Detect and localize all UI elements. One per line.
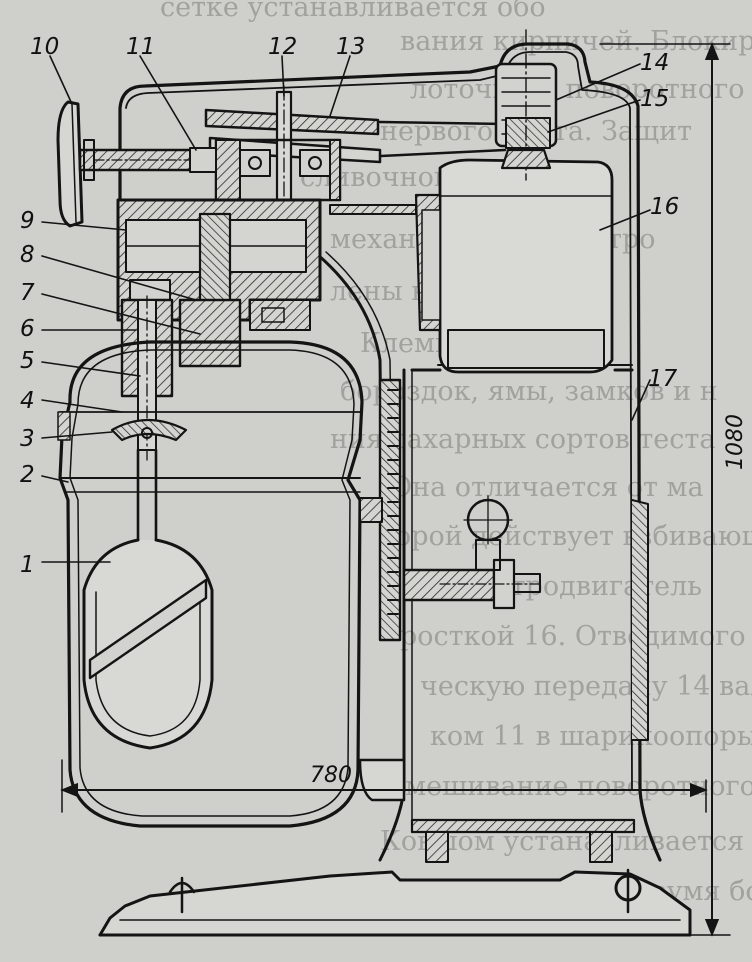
part-label-15: 15 [640,86,669,112]
bg-line: вания кирпичей. Блокир [400,26,752,57]
part-labels: 1 2 3 4 5 6 7 8 9 10 11 12 13 14 15 16 1… [20,34,679,578]
part-label-9: 9 [20,208,35,234]
part-label-17: 17 [648,366,678,392]
bowl [57,340,364,828]
belt-drive [204,29,558,271]
part-label-8: 8 [20,242,35,268]
dimension-labels: 780 1080 [310,414,748,788]
part-label-6: 6 [20,316,35,342]
height-dimension: 1080 [723,414,748,470]
electric-motor [329,158,614,374]
part-label-7: 7 [20,280,35,306]
bg-line: ком 11 в шарикоопоры. К [430,721,752,752]
part-label-3: 3 [20,426,35,452]
gear-head [116,198,322,368]
part-label-11: 11 [126,34,155,60]
part-label-10: 10 [30,34,59,60]
bg-line: торой действует взбивающий [380,521,752,552]
bowl-lift [358,378,541,802]
base [98,868,692,937]
bg-line: ческую передачу 14 валику 1 [420,671,752,702]
part-label-4: 4 [20,388,35,414]
width-dimension: 780 [310,763,352,788]
part-label-1: 1 [20,552,35,578]
part-label-5: 5 [20,348,35,374]
bg-line: сетке устанавливается обо [160,0,546,23]
dimension-lines [60,42,731,937]
bg-line: Она отличается от ма [390,472,704,503]
bg-line: лоточного поворотного [410,74,745,105]
bg-line: росткой 16. Отводимого [400,621,746,652]
leader-lines [41,55,651,563]
bg-line: смешивание поворотного [390,771,752,802]
part-label-12: 12 [268,34,297,60]
part-label-13: 13 [336,34,365,60]
part-label-2: 2 [20,462,35,488]
part-label-16: 16 [650,194,679,220]
handwheel [56,100,217,228]
part-label-14: 14 [640,50,669,76]
